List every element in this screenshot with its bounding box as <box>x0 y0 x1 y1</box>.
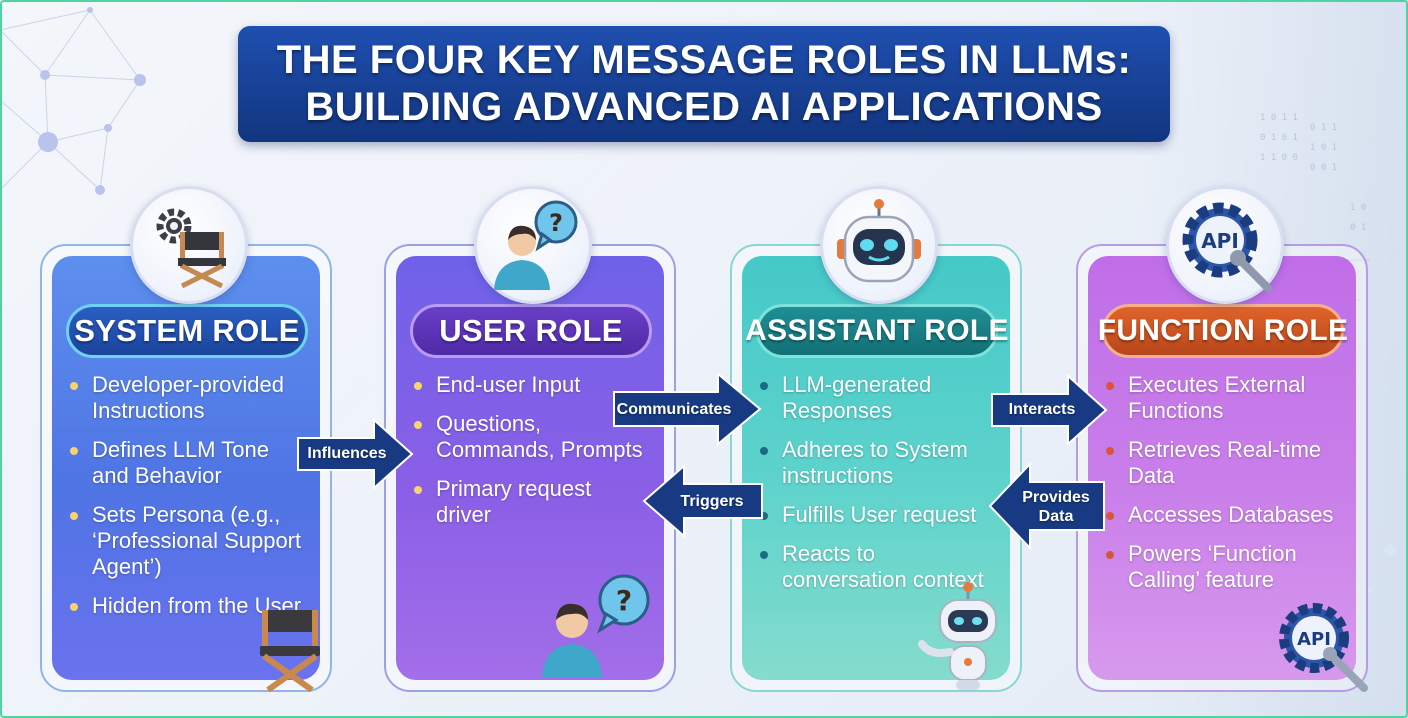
assistant-role-title: ASSISTANT ROLE <box>745 304 1009 358</box>
function-role-card: FUNCTION ROLE Executes External Function… <box>1076 244 1368 692</box>
communicates-label: Communicates <box>616 401 732 418</box>
svg-text:1 0: 1 0 <box>1350 203 1366 213</box>
triggers-label: Triggers <box>680 493 744 510</box>
list-item: Adheres to System instructions <box>754 437 998 489</box>
svg-text:0 1 1: 0 1 1 <box>1310 123 1337 133</box>
director-chair-gear-icon <box>130 186 248 304</box>
api-gear-wrench-icon: API <box>1166 186 1284 304</box>
network-decoration <box>0 7 146 195</box>
communicates-arrow: Communicates <box>612 372 762 446</box>
system-role-card: SYSTEM ROLE Developer-provided Instructi… <box>40 244 332 692</box>
user-question-small-icon: ? <box>542 574 650 678</box>
title-line-2: BUILDING ADVANCED AI APPLICATIONS <box>305 85 1103 129</box>
list-item: Primary request driver <box>408 476 652 528</box>
user-question-icon: ? <box>474 186 592 304</box>
list-item: Executes External Functions <box>1100 372 1344 424</box>
svg-text:0 1 0 1: 0 1 0 1 <box>1260 133 1298 143</box>
assistant-role-card: ASSISTANT ROLE LLM-generated Responses A… <box>730 244 1022 692</box>
system-role-bullets: Developer-provided Instructions Defines … <box>64 372 308 632</box>
list-item: Powers ‘Function Calling’ feature <box>1100 541 1344 593</box>
list-item: LLM-generated Responses <box>754 372 998 424</box>
interacts-label: Interacts <box>1008 401 1076 418</box>
user-role-card: USER ROLE End-user Input Questions, Comm… <box>384 244 676 692</box>
interacts-arrow: Interacts <box>990 374 1108 446</box>
title-line-1: THE FOUR KEY MESSAGE ROLES IN LLMs: <box>276 38 1132 82</box>
influences-arrow: Influences <box>296 418 414 490</box>
system-role-title: SYSTEM ROLE <box>66 304 308 358</box>
list-item: Defines LLM Tone and Behavior <box>64 437 308 489</box>
influences-label: Influences <box>307 445 387 462</box>
svg-text:?: ? <box>549 209 563 237</box>
svg-text:API: API <box>1201 229 1239 253</box>
svg-text:?: ? <box>616 584 632 617</box>
svg-text:0 0 1: 0 0 1 <box>1310 163 1337 173</box>
assistant-role-bullets: LLM-generated Responses Adheres to Syste… <box>754 372 998 606</box>
director-chair-icon <box>260 610 320 692</box>
robot-small-icon <box>918 582 997 690</box>
svg-text:0 1: 0 1 <box>1350 223 1366 233</box>
page-title: THE FOUR KEY MESSAGE ROLES IN LLMs: BUIL… <box>238 26 1170 142</box>
provides-data-arrow: Provides Data <box>988 462 1106 550</box>
user-role-bullets: End-user Input Questions, Commands, Prom… <box>408 372 652 541</box>
list-item: Developer-provided Instructions <box>64 372 308 424</box>
svg-text:1 0 1 1: 1 0 1 1 <box>1260 113 1298 123</box>
svg-text:1 1 0 0: 1 1 0 0 <box>1260 153 1298 163</box>
user-role-title: USER ROLE <box>410 304 652 358</box>
svg-text:1 0 1: 1 0 1 <box>1310 143 1337 153</box>
list-item: Reacts to conversation context <box>754 541 998 593</box>
provides-data-label: Provides Data <box>1022 489 1090 525</box>
function-role-bullets: Executes External Functions Retrieves Re… <box>1100 372 1344 606</box>
svg-text:API: API <box>1297 629 1331 650</box>
list-item: Fulfills User request <box>754 502 998 528</box>
list-item: Questions, Commands, Prompts <box>408 411 652 463</box>
list-item: Accesses Databases <box>1100 502 1344 528</box>
function-role-title: FUNCTION ROLE <box>1098 304 1348 358</box>
triggers-arrow: Triggers <box>642 464 764 538</box>
list-item: End-user Input <box>408 372 652 398</box>
list-item: Sets Persona (e.g., ‘Professional Suppor… <box>64 502 308 580</box>
robot-icon <box>820 186 938 304</box>
list-item: Retrieves Real-time Data <box>1100 437 1344 489</box>
api-gear-small-icon: API <box>1279 603 1368 692</box>
